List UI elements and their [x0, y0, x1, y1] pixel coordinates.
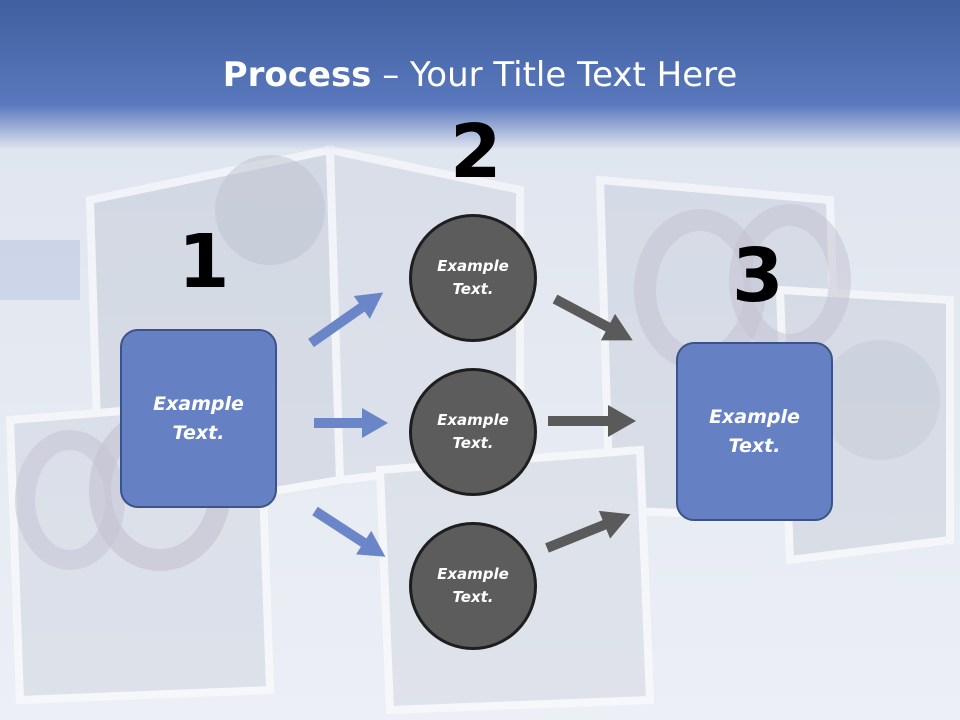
left-box-text: Example Text.	[153, 392, 244, 444]
title-rest: – Your Title Text Here	[371, 55, 738, 95]
circle-middle-text: Example Text.	[437, 411, 509, 452]
right-text-box: Example Text.	[676, 342, 833, 521]
circle-middle: Example Text.	[409, 368, 537, 496]
left-text-box: Example Text.	[120, 329, 277, 508]
circle-bottom-text: Example Text.	[437, 565, 509, 606]
circle-bottom: Example Text.	[409, 522, 537, 650]
right-box-text: Example Text.	[709, 405, 800, 457]
circle-top-text: Example Text.	[437, 257, 509, 298]
title-bold: Process	[222, 55, 372, 95]
step-number-1: 1	[178, 219, 230, 305]
step-number-2: 2	[450, 109, 502, 195]
slide-title: Process – Your Title Text Here	[0, 52, 960, 98]
step-number-3: 3	[732, 233, 784, 319]
circle-top: Example Text.	[409, 214, 537, 342]
title-band	[0, 0, 960, 150]
